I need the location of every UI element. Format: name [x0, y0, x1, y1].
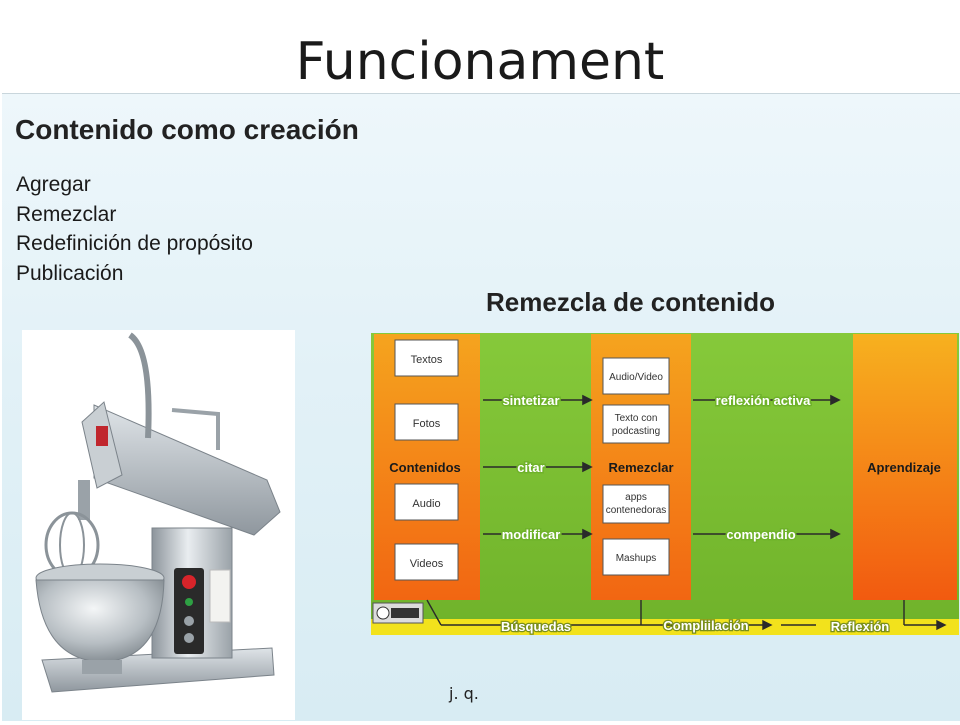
arrow-label: compendio — [726, 527, 795, 542]
diagram-title: Remezcla de contenido — [486, 287, 775, 317]
item-label: Audio/Video — [609, 372, 663, 383]
list-item — [394, 543, 459, 581]
list-item: Agregar — [16, 173, 91, 196]
bottom-label: Búsquedas — [501, 619, 571, 634]
list-item — [602, 538, 670, 576]
item-label: Videos — [410, 558, 444, 570]
list-item — [602, 484, 670, 524]
item-label: Textos — [411, 354, 443, 366]
list-item — [602, 404, 670, 444]
item-label: Fotos — [413, 418, 441, 430]
list-item — [394, 483, 459, 521]
item-label-line2: podcasting — [612, 426, 660, 437]
item-label: Mashups — [616, 553, 657, 564]
remezclar-label: Remezclar — [608, 460, 673, 475]
bottom-label: Compliilación — [663, 618, 748, 633]
author-credit: j. q. — [449, 684, 479, 703]
item-label-line1: Texto con — [615, 413, 658, 424]
list-item: Remezclar — [16, 202, 117, 226]
arrow-label: citar — [517, 460, 544, 475]
bottom-band — [371, 619, 959, 635]
list-item — [394, 403, 459, 441]
list-item — [394, 339, 459, 377]
list-item: Publicación — [16, 261, 124, 285]
aprendizaje-label: Aprendizaje — [867, 460, 941, 475]
aprendizaje-column — [853, 334, 957, 600]
bottom-label: Reflexión — [831, 619, 890, 634]
slide-title: Funcionament — [295, 32, 665, 92]
item-label-line1: apps — [625, 492, 647, 503]
section-heading: Contenido como creación — [15, 114, 359, 145]
item-label: Audio — [412, 498, 440, 510]
arrow-label: reflexión activa — [716, 393, 811, 408]
remezclar-items: Audio/Video Texto con podcasting apps co… — [602, 357, 670, 576]
remix-diagram-svg: Textos Fotos Audio Videos Audio/Video Te… — [371, 333, 959, 635]
contenidos-label: Contenidos — [389, 460, 461, 475]
bottom-arrows — [426, 599, 947, 631]
left-arrows — [483, 394, 841, 540]
item-label-line2: contenedoras — [606, 505, 667, 516]
cc-license-icon — [372, 602, 424, 624]
mixer-image — [22, 330, 295, 720]
contenidos-items: Textos Fotos Audio Videos — [394, 339, 459, 581]
bullet-list: Agregar Remezclar Redefinición de propós… — [16, 170, 253, 288]
arrow-label: modificar — [502, 527, 561, 542]
list-item: Redefinición de propósito — [16, 232, 253, 255]
stand-mixer-illustration — [35, 332, 281, 693]
remix-diagram: Textos Fotos Audio Videos Audio/Video Te… — [371, 333, 959, 640]
list-item — [602, 357, 670, 395]
arrow-label: sintetizar — [502, 393, 559, 408]
